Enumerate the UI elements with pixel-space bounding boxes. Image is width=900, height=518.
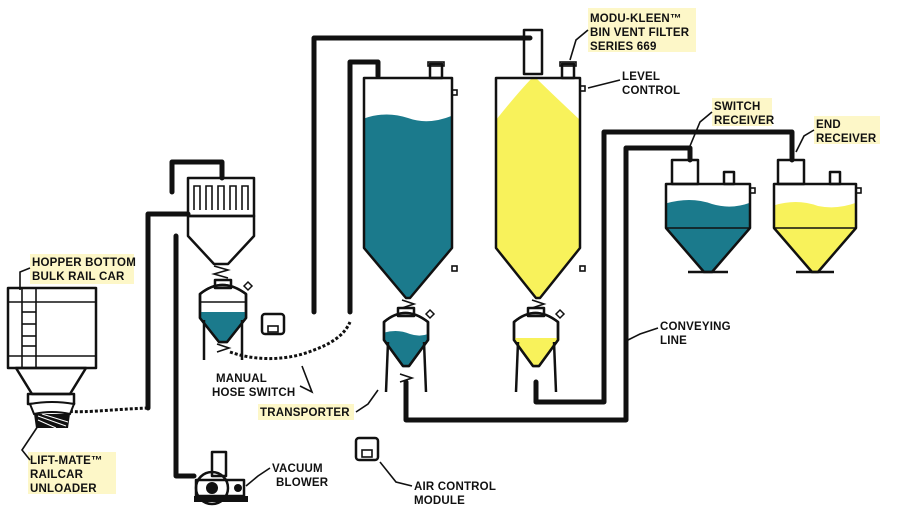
svg-text:RAILCAR: RAILCAR	[30, 469, 84, 481]
svg-text:HOSE SWITCH: HOSE SWITCH	[212, 387, 295, 399]
label-air-control-module: AIR CONTROL MODULE	[379, 461, 496, 507]
silo-yellow	[494, 28, 586, 309]
hopper-bottom-rail-car	[6, 286, 98, 406]
svg-text:CONTROL: CONTROL	[622, 85, 680, 97]
svg-text:MANUAL: MANUAL	[216, 373, 267, 385]
silo-blue	[362, 61, 458, 309]
label-hopper-bottom-rail-car: HOPPER BOTTOM BULK RAIL CAR	[19, 254, 136, 290]
switch-receiver	[664, 158, 756, 274]
svg-text:CONVEYING: CONVEYING	[660, 321, 731, 333]
svg-text:TRANSPORTER: TRANSPORTER	[260, 407, 350, 419]
label-end-receiver: END RECEIVER	[795, 116, 880, 153]
label-modu-kleen-bin-vent-filter: MODU-KLEEN™ BIN VENT FILTER SERIES 669	[569, 8, 696, 61]
svg-text:UNLOADER: UNLOADER	[30, 483, 97, 495]
transporter-right	[512, 306, 566, 393]
transporter-middle	[382, 306, 436, 393]
svg-text:LIFT-MATE™: LIFT-MATE™	[30, 455, 103, 467]
label-manual-hose-switch: MANUAL HOSE SWITCH	[212, 365, 314, 399]
label-vacuum-blower: VACUUM BLOWER	[245, 463, 329, 489]
lift-mate-unloader	[28, 401, 76, 429]
flex-hose	[229, 321, 352, 360]
svg-text:BIN VENT FILTER: BIN VENT FILTER	[590, 27, 690, 39]
svg-text:AIR CONTROL: AIR CONTROL	[414, 481, 496, 493]
svg-text:RECEIVER: RECEIVER	[816, 133, 877, 145]
svg-text:RECEIVER: RECEIVER	[714, 115, 775, 127]
end-receiver	[772, 158, 862, 274]
label-level-control: LEVEL CONTROL	[587, 71, 680, 97]
svg-text:HOPPER BOTTOM: HOPPER BOTTOM	[32, 257, 136, 269]
conveying-pipes	[145, 35, 795, 479]
label-conveying-line: CONVEYING LINE	[627, 321, 731, 347]
control-box	[260, 312, 286, 336]
svg-text:VACUUM: VACUUM	[272, 463, 323, 475]
label-transporter: TRANSPORTER	[258, 389, 379, 420]
vacuum-blower	[194, 450, 248, 506]
svg-text:MODULE: MODULE	[414, 495, 465, 507]
label-switch-receiver: SWITCH RECEIVER	[689, 98, 775, 147]
svg-text:MODU-KLEEN™: MODU-KLEEN™	[590, 13, 682, 25]
filter-receiver	[186, 176, 256, 279]
air-control-module	[354, 436, 380, 462]
svg-text:SERIES 669: SERIES 669	[590, 41, 657, 53]
svg-text:END: END	[816, 119, 841, 131]
svg-text:LEVEL: LEVEL	[622, 71, 660, 83]
svg-text:BLOWER: BLOWER	[276, 477, 329, 489]
transporter-left	[198, 278, 254, 360]
label-lift-mate-railcar-unloader: LIFT-MATE™ RAILCAR UNLOADER	[21, 425, 116, 495]
svg-text:BULK RAIL CAR: BULK RAIL CAR	[32, 271, 125, 283]
svg-text:SWITCH: SWITCH	[714, 101, 761, 113]
svg-text:LINE: LINE	[660, 335, 687, 347]
